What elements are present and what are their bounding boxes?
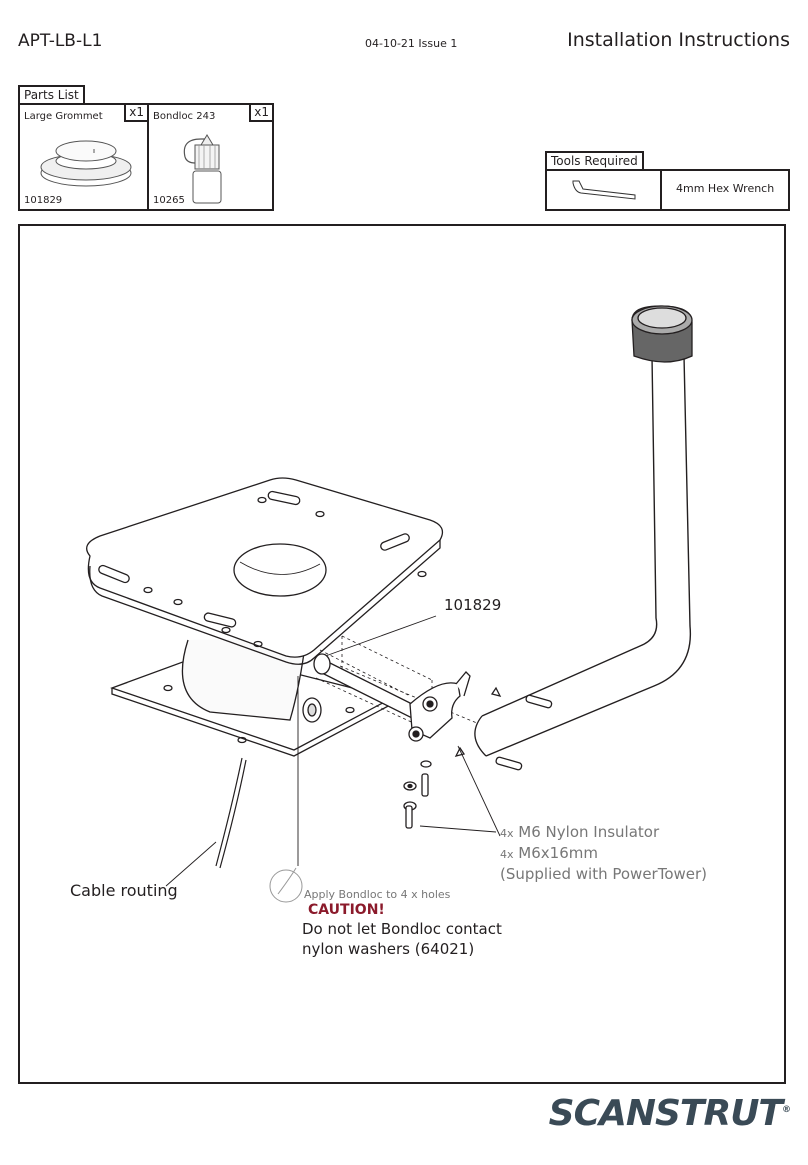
tool-name-cell: 4mm Hex Wrench bbox=[662, 171, 788, 209]
tool-icon-cell bbox=[547, 171, 662, 209]
part-cell-grommet: Large Grommet x1 101829 bbox=[20, 105, 149, 209]
part-name: Large Grommet bbox=[24, 111, 103, 122]
part-code: 101829 bbox=[24, 195, 63, 206]
part-qty: x1 bbox=[124, 105, 147, 122]
grommet-icon bbox=[40, 140, 132, 187]
caution-line-1: Do not let Bondloc contact bbox=[302, 920, 502, 938]
tool-name: 4mm Hex Wrench bbox=[676, 182, 775, 195]
supplied-note: (Supplied with PowerTower) bbox=[500, 865, 708, 883]
parts-list-tab: Parts List bbox=[18, 85, 85, 104]
assembly-illustration bbox=[86, 305, 693, 903]
caution-line-2: nylon washers (64021) bbox=[302, 940, 475, 958]
cable-routing-label: Cable routing bbox=[70, 881, 178, 900]
doc-code: APT-LB-L1 bbox=[18, 31, 103, 51]
screw-label: 4x M6x16mm bbox=[500, 844, 598, 862]
part-code: 10265 bbox=[153, 195, 185, 206]
part-qty: x1 bbox=[249, 105, 272, 122]
tools-required-box: 4mm Hex Wrench bbox=[545, 169, 790, 211]
issue-date: 04-10-21 Issue 1 bbox=[365, 37, 458, 50]
installation-diagram: 101829 4x M6 Nylon Insulator 4x M6x16mm … bbox=[18, 224, 786, 1084]
insulator-label: 4x M6 Nylon Insulator bbox=[500, 823, 660, 841]
part-cell-bondloc: Bondloc 243 x1 10265 bbox=[149, 105, 272, 209]
caution-title: CAUTION! bbox=[308, 902, 385, 918]
bondloc-note: Apply Bondloc to 4 x holes bbox=[304, 888, 451, 901]
bondloc-bottle-icon bbox=[183, 134, 222, 204]
page-title: Installation Instructions bbox=[567, 29, 790, 51]
parts-list-box: Large Grommet x1 101829 Bondloc 243 x1 1… bbox=[18, 103, 274, 211]
hex-wrench-icon bbox=[572, 180, 636, 200]
tools-required-tab: Tools Required bbox=[545, 151, 644, 170]
grommet-callout: 101829 bbox=[444, 596, 502, 614]
scanstrut-logo: SCANSTRUT® bbox=[548, 1093, 791, 1134]
part-name: Bondloc 243 bbox=[153, 111, 216, 122]
